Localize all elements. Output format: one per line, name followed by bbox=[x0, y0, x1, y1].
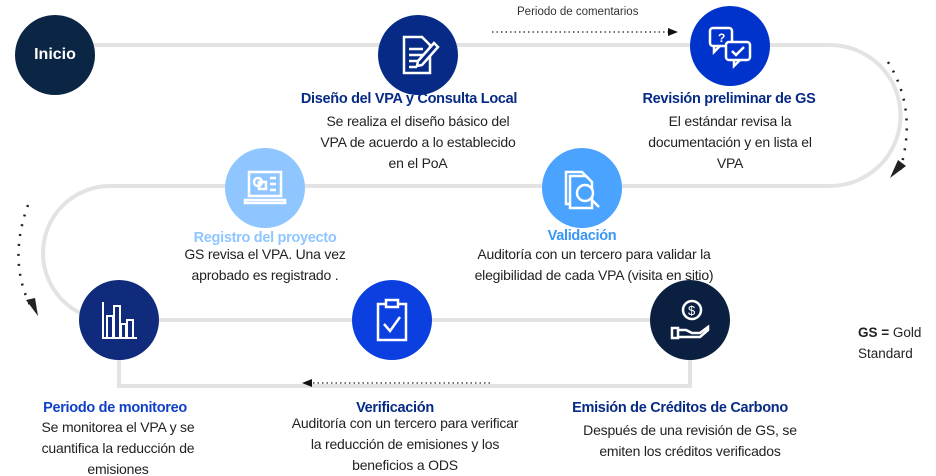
dotted-arc-right bbox=[886, 61, 908, 171]
step-desc: Se monitorea el VPA y se cuantifica la r… bbox=[41, 419, 195, 476]
chat-question-check-icon: ? bbox=[690, 6, 770, 86]
documents-search-icon bbox=[542, 148, 622, 228]
dotted-arc-left bbox=[17, 204, 32, 306]
start-node: Inicio bbox=[15, 15, 95, 95]
legend-abbr: GS = bbox=[858, 325, 890, 340]
legend-meaning: Gold Standard bbox=[858, 325, 922, 361]
step-desc: GS revisa el VPA. Una vez aprobado es re… bbox=[184, 246, 346, 283]
arrowhead bbox=[668, 28, 678, 36]
arrowhead bbox=[890, 160, 906, 178]
comment-period-label: Periodo de comentarios bbox=[517, 6, 639, 18]
svg-text:?: ? bbox=[718, 31, 725, 45]
svg-text:$: $ bbox=[688, 303, 696, 318]
path-line bbox=[41, 43, 903, 322]
document-pen-icon bbox=[378, 15, 458, 95]
step-title: Emisión de Créditos de Carbono bbox=[572, 400, 788, 416]
step-title: Revisión preliminar de GS bbox=[642, 91, 816, 107]
step-desc: Auditoría con un tercero para verificar … bbox=[291, 415, 519, 473]
bar-chart-icon bbox=[79, 280, 159, 360]
step-title: Validación bbox=[547, 228, 617, 244]
step-title: Verificación bbox=[356, 400, 434, 416]
hand-coin-icon: $ bbox=[650, 280, 730, 360]
start-label: Inicio bbox=[34, 46, 76, 63]
step-title: Periodo de monitoreo bbox=[43, 400, 187, 416]
step-title: Registro del proyecto bbox=[193, 230, 337, 246]
step-desc: El estándar revisa la documentación y en… bbox=[648, 113, 812, 171]
clipboard-check-icon bbox=[352, 280, 432, 360]
laptop-register-icon bbox=[225, 148, 305, 228]
step-desc: Auditoría con un tercero para validar la… bbox=[474, 246, 714, 283]
legend: GS = Gold Standard bbox=[858, 322, 933, 364]
arrowhead bbox=[302, 379, 312, 387]
step-desc: Después de una revisión de GS, se emiten… bbox=[583, 422, 797, 459]
arrowhead bbox=[26, 298, 38, 316]
step-desc: Se realiza el diseño básico del VPA de a… bbox=[320, 113, 516, 171]
step-title: Diseño del VPA y Consulta Local bbox=[300, 91, 518, 107]
